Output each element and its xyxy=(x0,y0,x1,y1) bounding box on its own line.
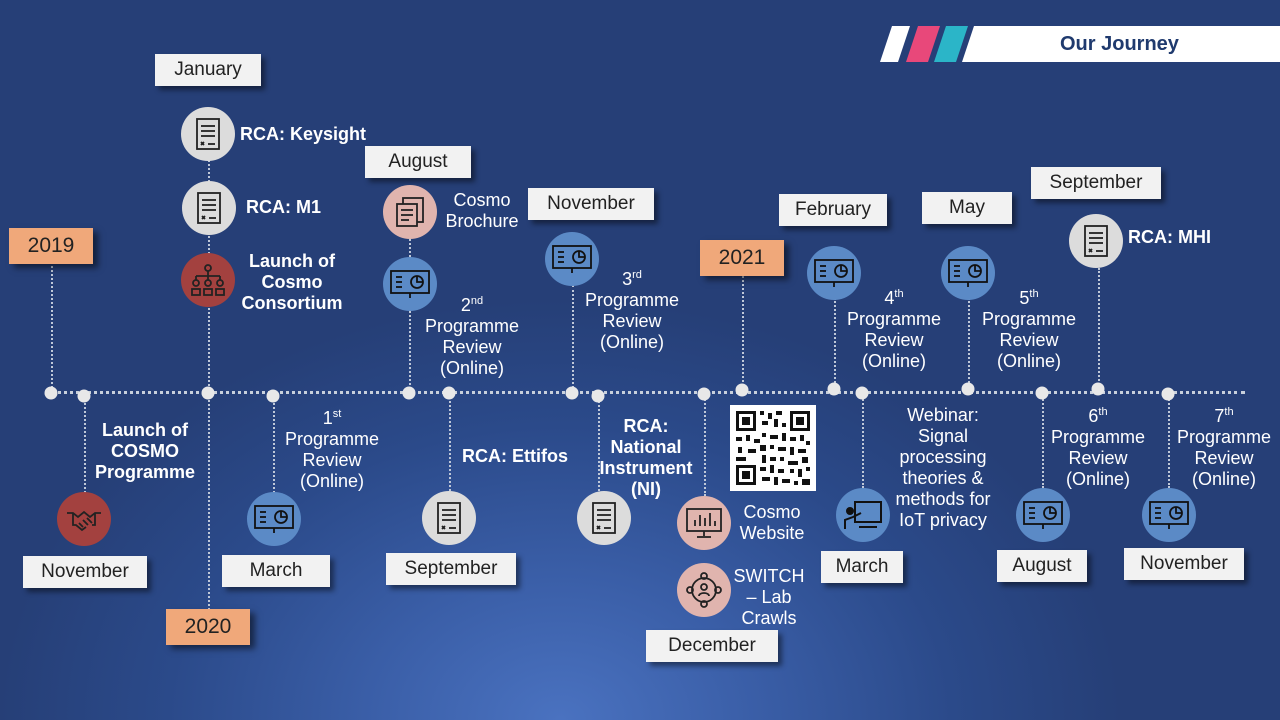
timeline-dot xyxy=(697,387,711,401)
document-icon xyxy=(577,491,631,545)
handshake-icon xyxy=(57,492,111,546)
event-rca-m1: RCA: M1 xyxy=(246,197,321,217)
timeline-dot xyxy=(266,389,280,403)
connector xyxy=(1168,396,1170,488)
event-rca-ettifos: RCA: Ettifos xyxy=(462,446,568,466)
connector xyxy=(968,298,970,390)
month-label: November xyxy=(1124,548,1244,580)
connector xyxy=(862,396,864,488)
connector xyxy=(84,396,86,496)
timeline-dot xyxy=(827,382,841,396)
month-label: September xyxy=(1031,167,1161,199)
connector xyxy=(742,272,744,390)
presentation-board-icon xyxy=(383,257,437,311)
month-label: March xyxy=(821,551,903,583)
month-label: November xyxy=(23,556,147,588)
connector xyxy=(409,236,411,392)
timeline-axis xyxy=(45,391,1245,394)
month-label: August xyxy=(997,550,1087,582)
timeline-dot xyxy=(402,386,416,400)
network-icon xyxy=(181,253,235,307)
document-icon xyxy=(1069,214,1123,268)
timeline-dot xyxy=(1091,382,1105,396)
people-network-icon xyxy=(677,563,731,617)
teaching-icon xyxy=(836,488,890,542)
month-label: March xyxy=(222,555,330,587)
timeline-dot xyxy=(961,382,975,396)
year-label-2021: 2021 xyxy=(700,240,784,276)
event-rca-keysight: RCA: Keysight xyxy=(240,124,367,144)
timeline-dot xyxy=(44,386,58,400)
connector xyxy=(51,262,53,392)
month-label: February xyxy=(779,194,887,226)
month-label: January xyxy=(155,54,261,86)
page-title: Our Journey xyxy=(1060,33,1179,55)
connector xyxy=(1042,396,1044,488)
month-label: August xyxy=(365,146,471,178)
year-label-2020: 2020 xyxy=(166,609,250,645)
presentation-board-icon xyxy=(545,232,599,286)
presentation-board-icon xyxy=(941,246,995,300)
month-label: December xyxy=(646,630,778,662)
document-icon xyxy=(422,491,476,545)
presentation-board-icon xyxy=(1016,488,1070,542)
presentation-board-icon xyxy=(807,246,861,300)
document-icon xyxy=(181,107,235,161)
timeline-dot xyxy=(1161,387,1175,401)
header-stripes xyxy=(880,26,1280,62)
document-icon xyxy=(182,181,236,235)
timeline-dot xyxy=(591,389,605,403)
timeline-dot xyxy=(855,386,869,400)
timeline-dot xyxy=(735,383,749,397)
presentation-board-icon xyxy=(247,492,301,546)
presentation-board-icon xyxy=(1142,488,1196,542)
brochure-icon xyxy=(383,185,437,239)
connector xyxy=(834,298,836,390)
month-label: November xyxy=(528,188,654,220)
monitor-chart-icon xyxy=(677,496,731,550)
timeline-dot xyxy=(201,386,215,400)
qr-code xyxy=(730,405,816,491)
connector xyxy=(1098,268,1100,388)
connector xyxy=(704,396,706,496)
month-label: May xyxy=(922,192,1012,224)
timeline-dot xyxy=(442,386,456,400)
month-label: September xyxy=(386,553,516,585)
connector xyxy=(208,160,210,610)
year-label-2019: 2019 xyxy=(9,228,93,264)
timeline-dot xyxy=(77,389,91,403)
timeline-dot xyxy=(1035,386,1049,400)
connector xyxy=(598,396,600,491)
connector xyxy=(273,396,275,496)
event-rca-mhi: RCA: MHI xyxy=(1128,227,1211,247)
connector xyxy=(572,285,574,392)
timeline-dot xyxy=(565,386,579,400)
connector xyxy=(449,396,451,491)
